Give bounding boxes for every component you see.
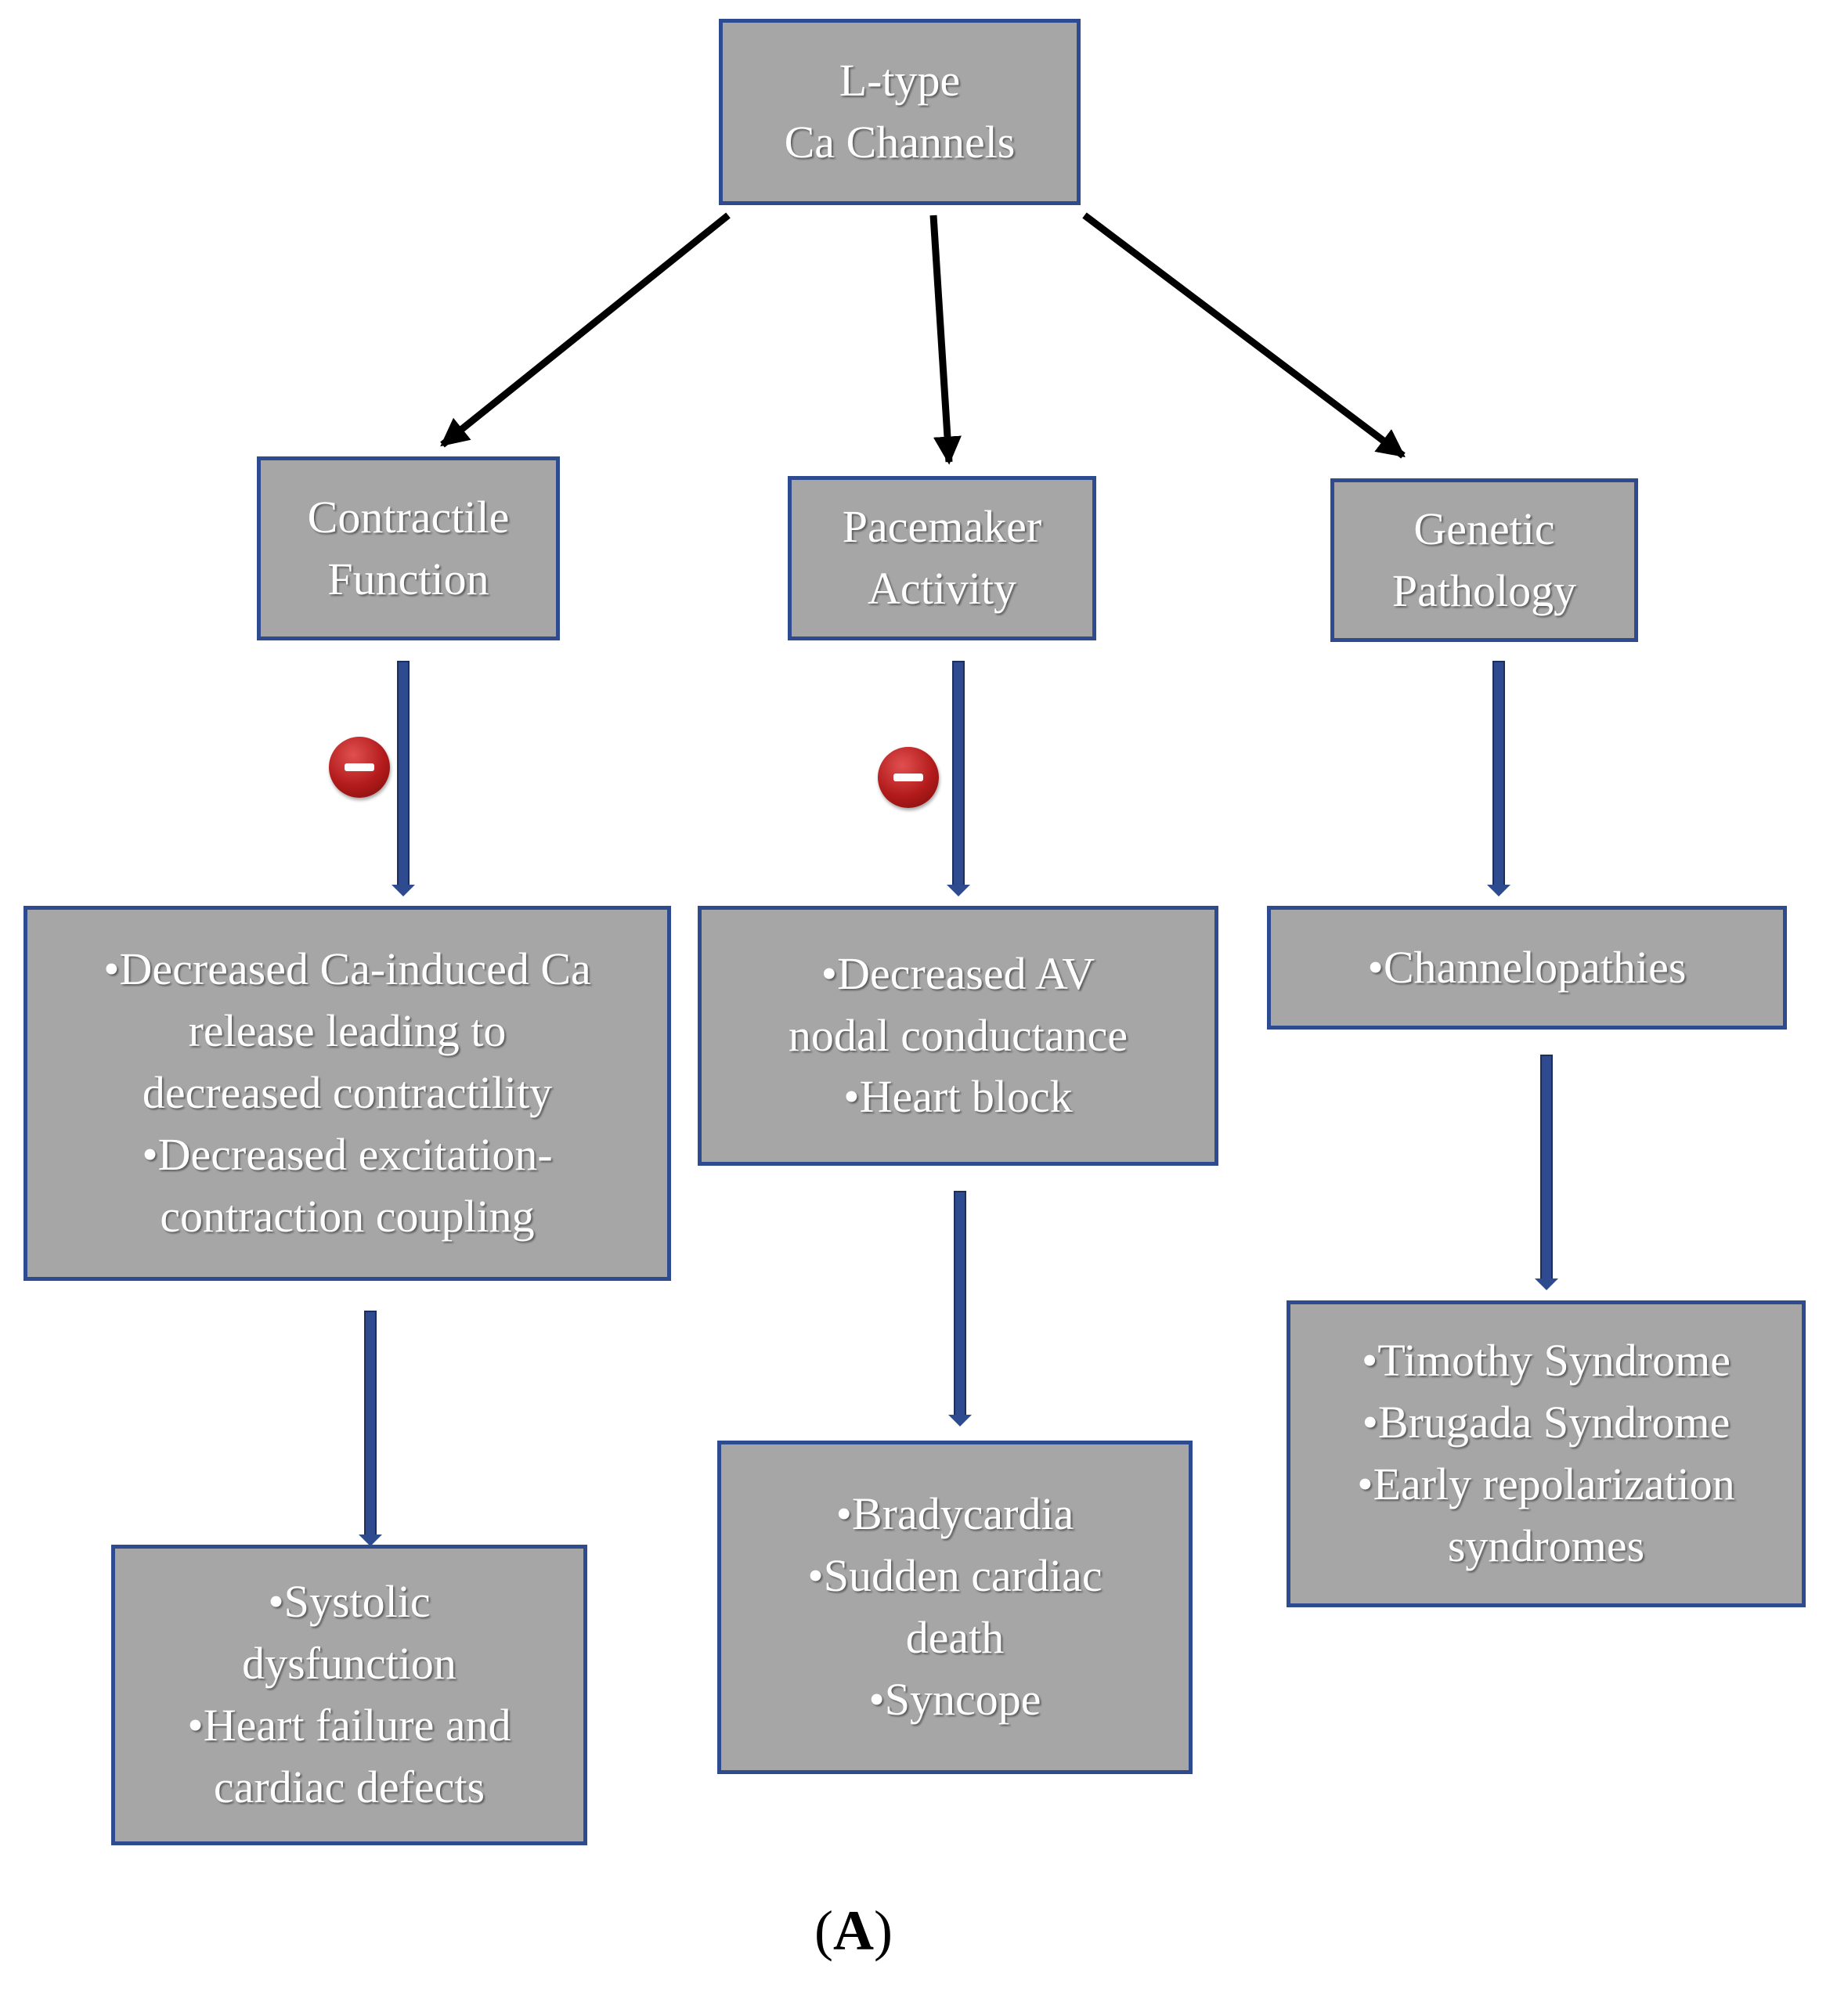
node-text-line: contraction coupling xyxy=(160,1190,535,1242)
node-text-line: •Syncope xyxy=(868,1673,1041,1725)
arrow-pacemaker-effects-to-outcomes xyxy=(948,1191,972,1426)
arrow-contractile-effects-to-outcomes xyxy=(359,1311,382,1546)
node-text-line: Function xyxy=(327,553,489,604)
node-text-line: L-type xyxy=(839,55,961,106)
node-text-line: •Bradycardia xyxy=(835,1488,1074,1540)
node-text-line: •Decreased AV xyxy=(821,947,1095,999)
node-text-line: •Brugada Syndrome xyxy=(1362,1397,1731,1448)
node-text-line: release leading to xyxy=(188,1005,507,1057)
node-text-line: Ca Channels xyxy=(784,117,1016,168)
arrow-root-to-contractile xyxy=(440,212,731,448)
node-text-line: •Timothy Syndrome xyxy=(1362,1335,1731,1387)
node-pacemaker-outcomes: •Bradycardia •Sudden cardiac death •Syncope xyxy=(717,1441,1193,1774)
node-text-line: •Heart failure and xyxy=(187,1700,511,1751)
arrow-pacemaker-to-effects xyxy=(947,661,970,896)
node-text-line: Genetic xyxy=(1413,503,1555,554)
node-text-line: Contractile xyxy=(307,491,510,543)
node-text-line: •Systolic xyxy=(268,1576,431,1628)
caption-close-paren: ) xyxy=(874,1899,893,1962)
node-l-type-ca-channels: L-type Ca Channels xyxy=(719,19,1081,205)
node-genetic-outcomes: •Timothy Syndrome •Brugada Syndrome •Early… xyxy=(1287,1300,1806,1607)
node-text-line: •Channelopathies xyxy=(1367,941,1687,993)
figure-caption: (A) xyxy=(0,1899,1707,1964)
node-pacemaker-effects: •Decreased AV nodal conductance •Heart blo… xyxy=(698,906,1218,1166)
minus-circle-icon xyxy=(329,737,390,798)
node-text-line: •Early repolarization xyxy=(1357,1459,1735,1509)
caption-letter: A xyxy=(833,1899,874,1962)
arrow-genetic-effects-to-outcomes xyxy=(1535,1055,1558,1290)
node-contractile-effects: •Decreased Ca-induced Ca release leading … xyxy=(23,906,671,1281)
node-text-line: Activity xyxy=(867,563,1017,614)
arrow-root-to-pacemaker xyxy=(929,215,962,465)
minus-circle-icon xyxy=(878,747,939,808)
node-text-line: cardiac defects xyxy=(213,1761,485,1812)
arrow-root-to-genetic xyxy=(1082,212,1406,459)
node-text-line: Pacemaker xyxy=(842,501,1042,553)
node-text-line: •Decreased excitation- xyxy=(142,1128,553,1180)
node-genetic-effects: •Channelopathies xyxy=(1267,906,1787,1030)
node-text-line: decreased contractility xyxy=(142,1067,553,1119)
node-text-line: death xyxy=(905,1612,1005,1663)
arrow-contractile-to-effects xyxy=(392,661,415,896)
node-contractile-outcomes: •Systolic dysfunction •Heart failure and ca… xyxy=(111,1545,587,1845)
arrow-genetic-to-effects xyxy=(1487,661,1510,896)
node-text-line: nodal conductance xyxy=(788,1009,1128,1061)
node-text-line: •Sudden cardiac xyxy=(807,1550,1103,1602)
node-text-line: syndromes xyxy=(1447,1520,1645,1571)
node-text-line: •Heart block xyxy=(843,1071,1073,1123)
node-text-line: •Decreased Ca-induced Ca xyxy=(103,943,591,995)
node-text-line: dysfunction xyxy=(242,1638,457,1690)
caption-open-paren: ( xyxy=(814,1899,833,1962)
node-text-line: Pathology xyxy=(1391,564,1577,616)
